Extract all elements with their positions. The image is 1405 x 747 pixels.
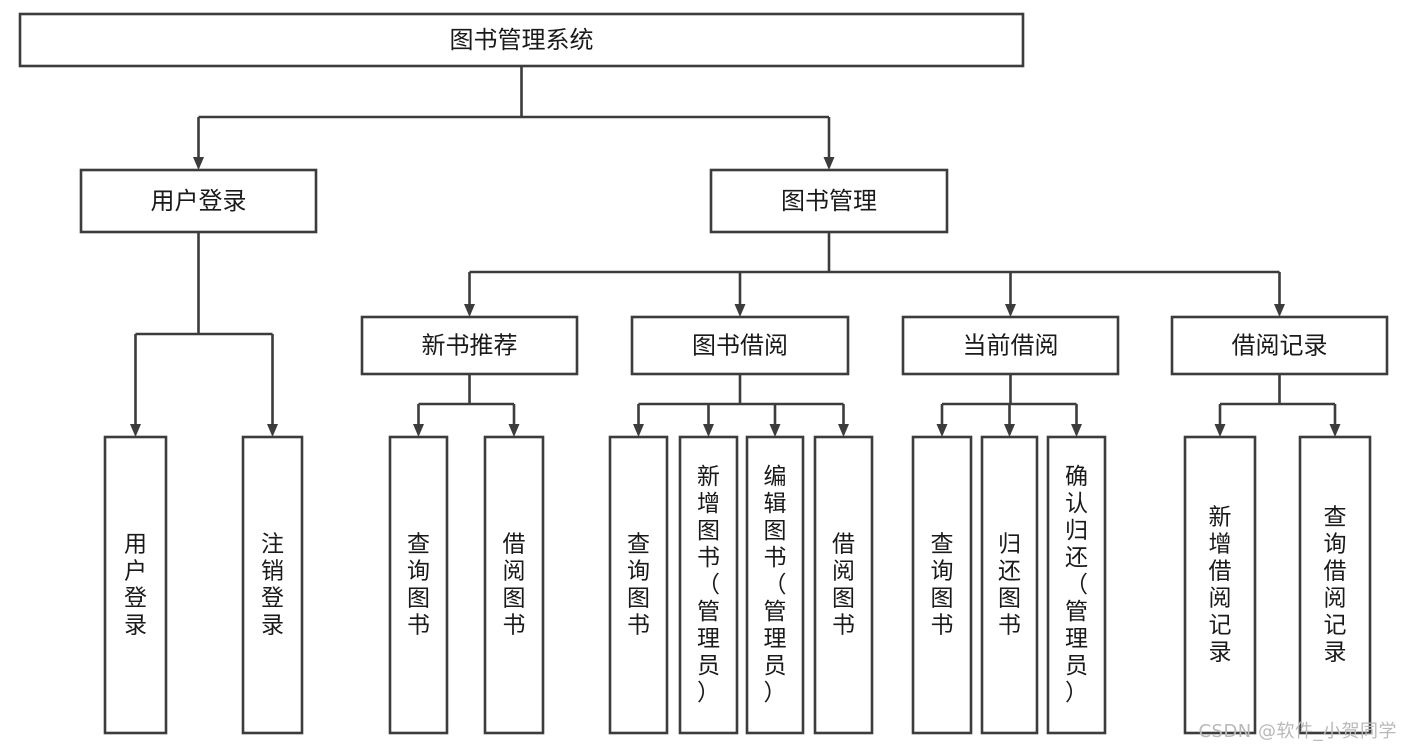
node-l-add-record[interactable]: 新增借阅记录	[1183, 435, 1257, 735]
node-label: 查询图书	[407, 531, 430, 638]
node-box	[608, 435, 669, 735]
node-n-borrow-record[interactable]: 借阅记录	[1170, 315, 1389, 376]
node-l-query-book-1[interactable]: 查询图书	[388, 435, 449, 735]
node-l-query-book-3[interactable]: 查询图书	[911, 435, 973, 735]
node-label: 查询图书	[627, 531, 650, 638]
node-box	[980, 435, 1039, 735]
arrow-head-icon	[1329, 424, 1341, 437]
arrow-head-icon	[464, 304, 475, 317]
node-box	[483, 435, 545, 735]
arrow-head-icon	[703, 424, 714, 437]
node-box	[388, 435, 449, 735]
arrow-head-icon	[1004, 424, 1015, 437]
node-n-current-borrow[interactable]: 当前借阅	[901, 315, 1120, 376]
arrow-head-icon	[823, 157, 835, 170]
arrow-head-icon	[1005, 304, 1016, 317]
node-label: 编辑图书（管理员）	[764, 464, 787, 706]
node-l-query-record[interactable]: 查询借阅记录	[1298, 435, 1372, 735]
arrow-head-icon	[838, 424, 849, 437]
arrow-head-icon	[130, 424, 141, 437]
node-n-new-book-rec[interactable]: 新书推荐	[360, 315, 579, 376]
node-box	[18, 12, 1025, 68]
arrow-head-icon	[413, 424, 424, 437]
arrow-head-icon	[633, 424, 644, 437]
node-label: 确认归还（管理员）	[1065, 464, 1088, 706]
node-box	[813, 435, 874, 735]
node-box	[103, 435, 168, 735]
node-box	[360, 315, 579, 376]
node-box	[911, 435, 973, 735]
node-l-add-book[interactable]: 新增图书（管理员）	[678, 435, 739, 735]
node-label: 借阅图书	[832, 531, 855, 638]
node-l-borrow-book-1[interactable]: 借阅图书	[483, 435, 545, 735]
arrow-head-icon	[769, 424, 781, 437]
node-n-user-login[interactable]: 用户登录	[79, 168, 318, 234]
node-box	[79, 168, 318, 234]
node-l-return-book[interactable]: 归还图书	[980, 435, 1039, 735]
node-n-book-borrow[interactable]: 图书借阅	[630, 315, 850, 376]
node-box	[1046, 435, 1107, 735]
node-label: 新书推荐	[422, 332, 518, 360]
arrow-head-icon	[936, 424, 948, 437]
node-box	[745, 435, 805, 735]
node-label: 当前借阅	[963, 332, 1059, 360]
node-label: 用户登录	[124, 531, 147, 638]
node-label: 新增图书（管理员）	[697, 464, 720, 706]
node-box	[1183, 435, 1257, 735]
arrow-head-icon	[267, 424, 278, 437]
node-label: 图书管理系统	[450, 26, 594, 54]
node-root[interactable]: 图书管理系统	[18, 12, 1025, 68]
arrow-head-icon	[1071, 424, 1082, 437]
node-n-book-mgmt[interactable]: 图书管理	[709, 168, 949, 234]
node-l-edit-book[interactable]: 编辑图书（管理员）	[745, 435, 805, 735]
arrow-head-icon	[734, 304, 746, 317]
node-l-borrow-book-2[interactable]: 借阅图书	[813, 435, 874, 735]
node-label: 图书借阅	[692, 332, 788, 360]
node-label: 用户登录	[151, 187, 247, 215]
node-box	[709, 168, 949, 234]
node-label: 查询图书	[931, 531, 954, 638]
node-label: 图书管理	[781, 187, 877, 215]
connector-layer	[130, 66, 1341, 437]
node-box	[1298, 435, 1372, 735]
node-box	[901, 315, 1120, 376]
node-l-logout[interactable]: 注销登录	[241, 435, 304, 735]
node-label: 归还图书	[998, 531, 1021, 638]
node-label: 借阅图书	[503, 531, 526, 638]
node-box	[630, 315, 850, 376]
arrow-head-icon	[508, 424, 520, 437]
node-label: 借阅记录	[1232, 332, 1328, 360]
node-box	[241, 435, 304, 735]
node-box	[1170, 315, 1389, 376]
node-label: 注销登录	[261, 531, 284, 638]
arrow-head-icon	[193, 157, 204, 170]
node-l-confirm-return[interactable]: 确认归还（管理员）	[1046, 435, 1107, 735]
node-box	[678, 435, 739, 735]
arrow-head-icon	[1214, 424, 1226, 437]
node-label: 新增借阅记录	[1209, 504, 1232, 665]
arrow-head-icon	[1274, 304, 1285, 317]
node-l-user-login[interactable]: 用户登录	[103, 435, 168, 735]
node-l-query-book-2[interactable]: 查询图书	[608, 435, 669, 735]
node-layer: 图书管理系统用户登录图书管理新书推荐图书借阅当前借阅借阅记录用户登录注销登录查询…	[18, 12, 1389, 735]
node-label: 查询借阅记录	[1324, 504, 1347, 665]
